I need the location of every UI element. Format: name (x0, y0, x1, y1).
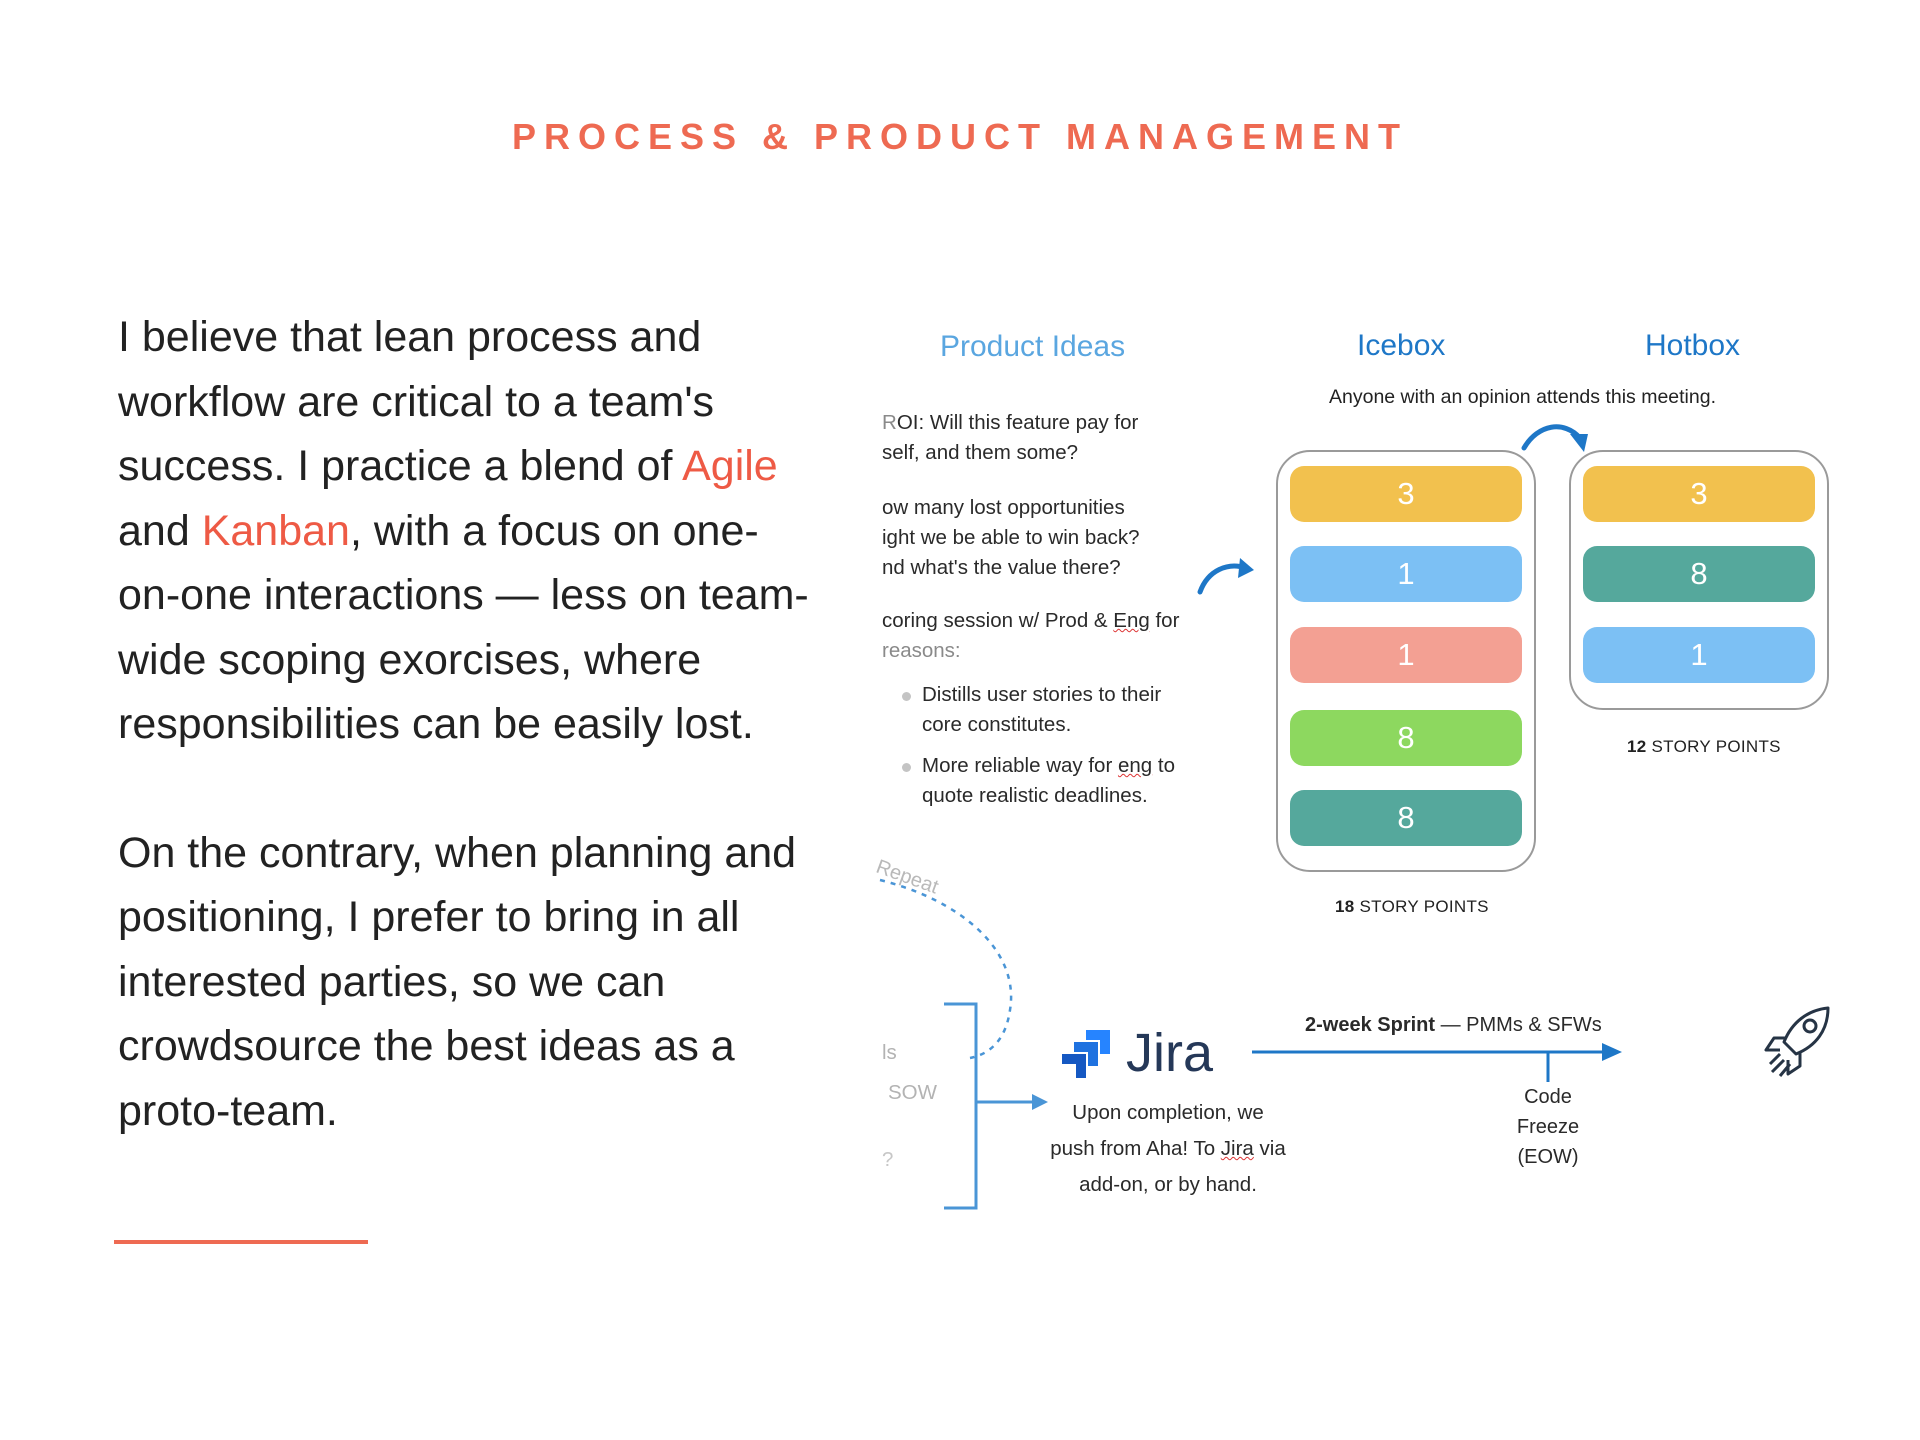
jira-note-line-2: push from Aha! To Jira via (1050, 1137, 1286, 1160)
roi-question: ROI: Will this feature pay for self, and… (882, 408, 1138, 468)
paragraph-1-text-a: I believe that lean process and workflow… (118, 313, 715, 490)
icebox-title: Icebox (1357, 329, 1446, 362)
lost-line-3: nd what's the value there? (882, 556, 1121, 579)
jira-note: Upon completion, we push from Aha! To Ji… (1028, 1095, 1308, 1203)
roi-line-1: ROI: Will this feature pay for (882, 411, 1139, 434)
jira-wordmark: Jira (1126, 1023, 1214, 1083)
bullet-2-line-2: quote realistic deadlines. (922, 784, 1148, 807)
hotbox-story-points: 12 STORY POINTS (1627, 737, 1781, 756)
kanban-highlight: Kanban (201, 506, 350, 555)
scoring-session-text: coring session w/ Prod & Eng for reasons… (882, 606, 1179, 666)
icebox-card[interactable]: 1 (1290, 627, 1522, 683)
bullet-distills: Distills user stories to their core cons… (922, 680, 1161, 740)
jira-logo: Jira (1060, 1020, 1240, 1090)
freeze-line-2: Freeze (1516, 1116, 1580, 1138)
paragraph-2: On the contrary, when planning and posit… (118, 828, 797, 1135)
repeat-dashed-arrow (879, 878, 1013, 1060)
icebox-column: 3 1 1 8 8 (1276, 450, 1536, 872)
bullet-reliable: More reliable way for eng to quote reali… (922, 751, 1175, 811)
icebox-card[interactable]: 1 (1290, 546, 1522, 602)
code-freeze-label: Code Freeze (EOW) (1498, 1082, 1598, 1172)
body-text: I believe that lean process and workflow… (118, 305, 818, 1143)
meeting-note: Anyone with an opinion attends this meet… (1329, 386, 1717, 408)
hotbox-title: Hotbox (1645, 329, 1741, 362)
lost-line-2: ight we be able to win back? (882, 526, 1140, 549)
bracket-item-3: ? (882, 1148, 894, 1171)
sprint-timeline-arrow (1252, 1043, 1622, 1082)
agile-highlight: Agile (682, 442, 778, 490)
icebox-story-points: 18 STORY POINTS (1335, 897, 1489, 916)
hotbox-column: 3 8 1 (1569, 450, 1829, 710)
accent-divider (114, 1240, 368, 1244)
curved-arrow-icon (1197, 558, 1254, 595)
icebox-card[interactable]: 3 (1290, 466, 1522, 522)
sprint-label: 2-week Sprint — PMMs & SFWs (1305, 1014, 1602, 1036)
hotbox-card[interactable]: 3 (1583, 466, 1815, 522)
jira-note-line-1: Upon completion, we (1072, 1101, 1264, 1124)
bullet-dot (902, 692, 911, 701)
page-heading: PROCESS & PRODUCT MANAGEMENT (511, 116, 1409, 157)
icebox-card[interactable]: 8 (1290, 790, 1522, 846)
bullet-dot (902, 763, 911, 772)
paragraph-1-text-c: , with a focus on one-on-one interaction… (118, 506, 809, 749)
bullet-2-line-1: More reliable way for eng to (922, 754, 1175, 777)
scoring-line-1: coring session w/ Prod & Eng for (882, 609, 1180, 632)
lost-line-1: ow many lost opportunities (882, 496, 1125, 519)
rocket-icon (1764, 1006, 1830, 1077)
bullet-1-line-1: Distills user stories to their (922, 683, 1162, 706)
lost-opportunities-question: ow many lost opportunities ight we be ab… (882, 493, 1140, 583)
hotbox-card[interactable]: 8 (1583, 546, 1815, 602)
hotbox-card[interactable]: 1 (1583, 627, 1815, 683)
bracket-item-1: ls (882, 1041, 897, 1064)
jira-icon (1062, 1030, 1110, 1078)
jira-note-line-3: add-on, or by hand. (1079, 1173, 1257, 1196)
curved-arrow-icon (1521, 424, 1588, 452)
freeze-line-3: (EOW) (1517, 1146, 1579, 1168)
paragraph-1-text-b: and (118, 506, 202, 555)
icebox-card[interactable]: 8 (1290, 710, 1522, 766)
process-diagram: Product Ideas ROI: Will this feature pay… (870, 329, 1870, 1230)
bracket-shape (944, 1002, 1048, 1210)
paragraph-1: I believe that lean process and workflow… (118, 305, 818, 757)
bullet-1-line-2: core constitutes. (922, 713, 1072, 736)
scoring-line-2: reasons: (882, 639, 961, 662)
roi-line-2: self, and them some? (882, 441, 1078, 464)
freeze-line-1: Code (1524, 1086, 1572, 1108)
product-ideas-title: Product Ideas (940, 330, 1126, 363)
bracket-item-2: SOW (888, 1081, 937, 1104)
